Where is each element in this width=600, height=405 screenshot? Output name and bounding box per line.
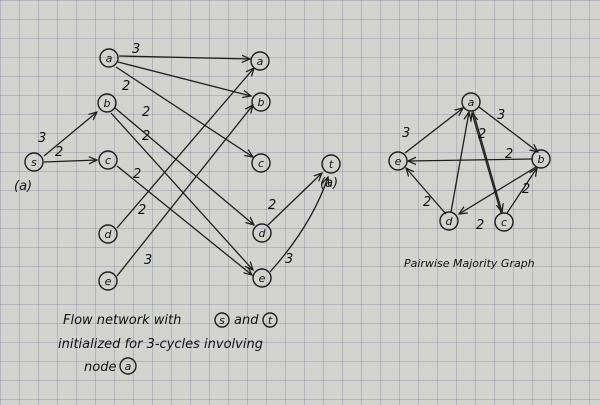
mg-edge-c-b (506, 168, 537, 214)
left-node-a: a (99, 48, 119, 68)
mg-weight-b-d: 2 (522, 182, 530, 197)
edge-c-e (116, 165, 252, 275)
edge-s-c (43, 160, 97, 162)
caption-and: and (234, 313, 259, 328)
mg-edge-e-a (404, 108, 463, 154)
svg-text:a: a (257, 55, 264, 68)
svg-text:e: e (105, 275, 112, 288)
weight-d-t: 2 (268, 198, 276, 213)
source-sub-label: (a) (14, 179, 32, 194)
svg-text:a: a (468, 96, 475, 109)
mg-edge-a-c (472, 110, 502, 212)
edge-s-b (43, 112, 97, 157)
svg-text:c: c (258, 157, 264, 170)
svg-text:c: c (105, 154, 111, 167)
mg-weight-d-e: 2 (423, 195, 431, 210)
svg-text:d: d (259, 227, 267, 240)
edge-d-t (267, 173, 322, 226)
mg-edge-c-a (472, 113, 502, 214)
caption-line-1: Flow network with (63, 313, 181, 328)
svg-text:d: d (446, 215, 454, 228)
caption-circled-a: a (119, 357, 137, 375)
left-node-d: d (98, 224, 118, 244)
mg-edge-a-b (478, 106, 538, 152)
svg-text:c: c (501, 216, 507, 229)
left-node-e: e (98, 271, 118, 291)
flow-caption: Flow network with s and t initialized fo… (58, 312, 278, 375)
svg-text:s: s (31, 156, 37, 169)
left-node-b: b (97, 93, 117, 113)
svg-text:d: d (105, 228, 113, 241)
mg-node-a: a (461, 92, 481, 112)
majority-edges (404, 106, 538, 215)
weight-s-b: 3 (38, 131, 46, 146)
weight-d-a: 2 (138, 203, 146, 218)
mg-node-e: e (388, 151, 408, 171)
flow-edges (43, 56, 328, 277)
mg-weight-a-c: 2 (478, 127, 486, 142)
mg-edge-b-e (408, 159, 534, 161)
svg-text:b: b (258, 96, 265, 109)
mg-weight-a-b: 3 (497, 108, 505, 123)
left-node-c: c (98, 150, 118, 170)
svg-text:e: e (395, 155, 402, 168)
svg-text:a: a (106, 52, 113, 65)
majority-caption: Pairwise Majority Graph (404, 257, 535, 270)
right-node-c: c (251, 153, 271, 173)
majority-nodes: a b c d e (388, 92, 551, 232)
node-sink-t: t (321, 154, 341, 174)
mg-node-d: d (439, 211, 459, 231)
weight-b-d: 2 (142, 105, 150, 120)
weight-b-e: 2 (142, 129, 150, 144)
caption-line-2: initialized for 3-cycles involving (58, 337, 263, 352)
mg-edge-d-a (450, 112, 469, 213)
mg-edge-d-e (406, 168, 447, 215)
caption-circled-s: s (214, 312, 230, 328)
sink-sub-label: (a) (320, 176, 338, 191)
mg-node-b: b (531, 149, 551, 169)
weight-s-c: 2 (55, 145, 63, 160)
weight-a-b: 2 (122, 79, 130, 94)
weight-c-e: 2 (133, 167, 141, 182)
svg-text:t: t (268, 314, 273, 327)
mg-edge-b-d (459, 166, 537, 214)
majority-weights: 3 3 2 2 2 2 2 (402, 108, 530, 233)
edge-a-a (118, 56, 250, 59)
right-node-d: d (252, 223, 272, 243)
flow-nodes: s (a) a b c d e a b c d e t (a) (14, 48, 341, 291)
svg-text:e: e (259, 272, 266, 285)
mg-weight-b-e: 2 (505, 147, 513, 162)
edge-a-b (117, 61, 251, 96)
edge-b-e (110, 112, 253, 270)
right-node-a: a (250, 51, 270, 71)
mg-node-c: c (494, 212, 514, 232)
weight-a-a: 3 (132, 42, 140, 57)
edge-e-t (269, 177, 328, 273)
weight-e-a: 3 (144, 253, 152, 268)
weight-e-t: 3 (285, 252, 293, 267)
svg-text:t: t (329, 158, 334, 171)
edge-d-a (116, 68, 254, 229)
edge-a-c (115, 66, 253, 157)
right-node-b: b (251, 92, 271, 112)
edge-b-d (114, 107, 254, 225)
svg-text:b: b (104, 97, 111, 110)
node-source-s: s (24, 152, 44, 172)
edge-e-b (116, 105, 253, 277)
caption-circled-t: t (262, 312, 278, 328)
mg-weight-e-a: 3 (402, 126, 410, 141)
mg-weight-c-b: 2 (476, 218, 484, 233)
caption-line-3: node (84, 360, 116, 375)
svg-text:b: b (538, 153, 545, 166)
flow-weights: 3 2 3 2 2 2 2 2 3 2 3 (38, 42, 293, 268)
right-node-e: e (252, 268, 272, 288)
svg-text:s: s (219, 314, 225, 327)
svg-text:a: a (125, 360, 132, 373)
